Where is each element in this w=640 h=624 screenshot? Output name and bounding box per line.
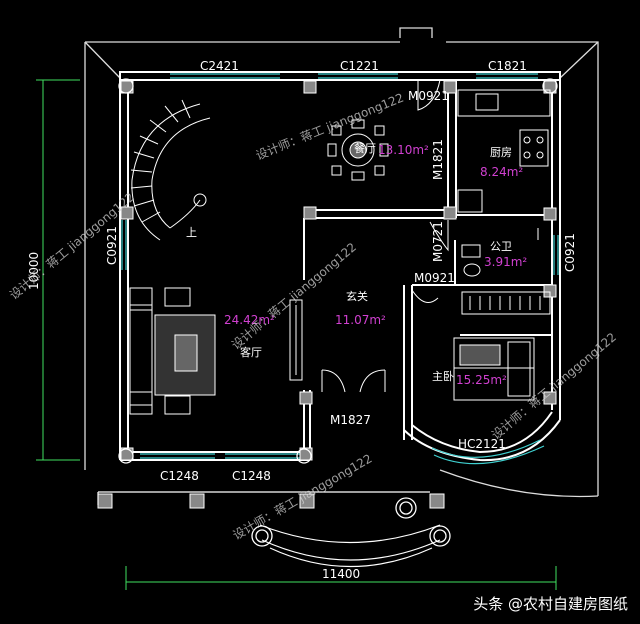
dimension-lines (36, 79, 557, 590)
room-name-bedroom: 主卧 (432, 370, 454, 383)
watermark: 设计师：蒋工 jianggong122 (231, 451, 375, 542)
room-name-bath: 公卫 (490, 240, 512, 253)
label-c0921-left: C0921 (105, 226, 119, 265)
room-area-dining: 13.10m² (378, 143, 429, 157)
label-m0921-right: M0921 (414, 271, 455, 285)
windows (121, 73, 559, 465)
room-name-kitchen: 厨房 (490, 146, 512, 159)
dining-table (327, 119, 389, 181)
label-c0921-right: C0921 (563, 233, 577, 272)
label-dim-bottom: 11400 (322, 567, 360, 581)
label-stair-up: 上 (186, 226, 197, 239)
label-hc2121: HC2121 (458, 437, 506, 451)
kitchen-fixtures (457, 89, 551, 213)
room-name-foyer: 玄关 (346, 289, 368, 303)
spiral-stair (130, 99, 211, 241)
room-area-living: 24.42m² (224, 313, 275, 327)
bed (453, 337, 535, 401)
exterior-walls (119, 71, 561, 462)
room-name-living: 客厅 (240, 345, 262, 359)
label-c1248-a: C1248 (160, 469, 199, 483)
label-c1821: C1821 (488, 59, 527, 73)
label-c1248-b: C1248 (232, 469, 271, 483)
label-c1221: C1221 (340, 59, 379, 73)
credit-text: 头条 @农村自建房图纸 (473, 595, 628, 613)
eave-outline (84, 27, 599, 498)
room-area-bath: 3.91m² (484, 255, 527, 269)
label-m0721: M0721 (431, 221, 445, 262)
room-area-bedroom: 15.25m² (456, 373, 507, 387)
bathroom-fixtures (461, 228, 539, 277)
label-dim-left: 10000 (27, 252, 41, 290)
label-m1827: M1827 (330, 413, 371, 427)
labels: C2421 C1221 C1821 M0921 M1821 M0721 M092… (27, 59, 577, 581)
tv-cabinet (289, 299, 303, 381)
watermark: 设计师：蒋工 jianggong122 (229, 240, 359, 352)
room-area-foyer: 11.07m² (335, 313, 386, 327)
sofa-set (129, 287, 216, 415)
label-c2421: C2421 (200, 59, 239, 73)
label-m1821: M1821 (431, 139, 445, 180)
room-name-dining: 餐厅 (354, 141, 376, 155)
wardrobe (461, 291, 551, 315)
label-m0921-top: M0921 (408, 89, 449, 103)
porch (97, 491, 441, 568)
room-area-kitchen: 8.24m² (480, 165, 523, 179)
doors (321, 79, 449, 393)
